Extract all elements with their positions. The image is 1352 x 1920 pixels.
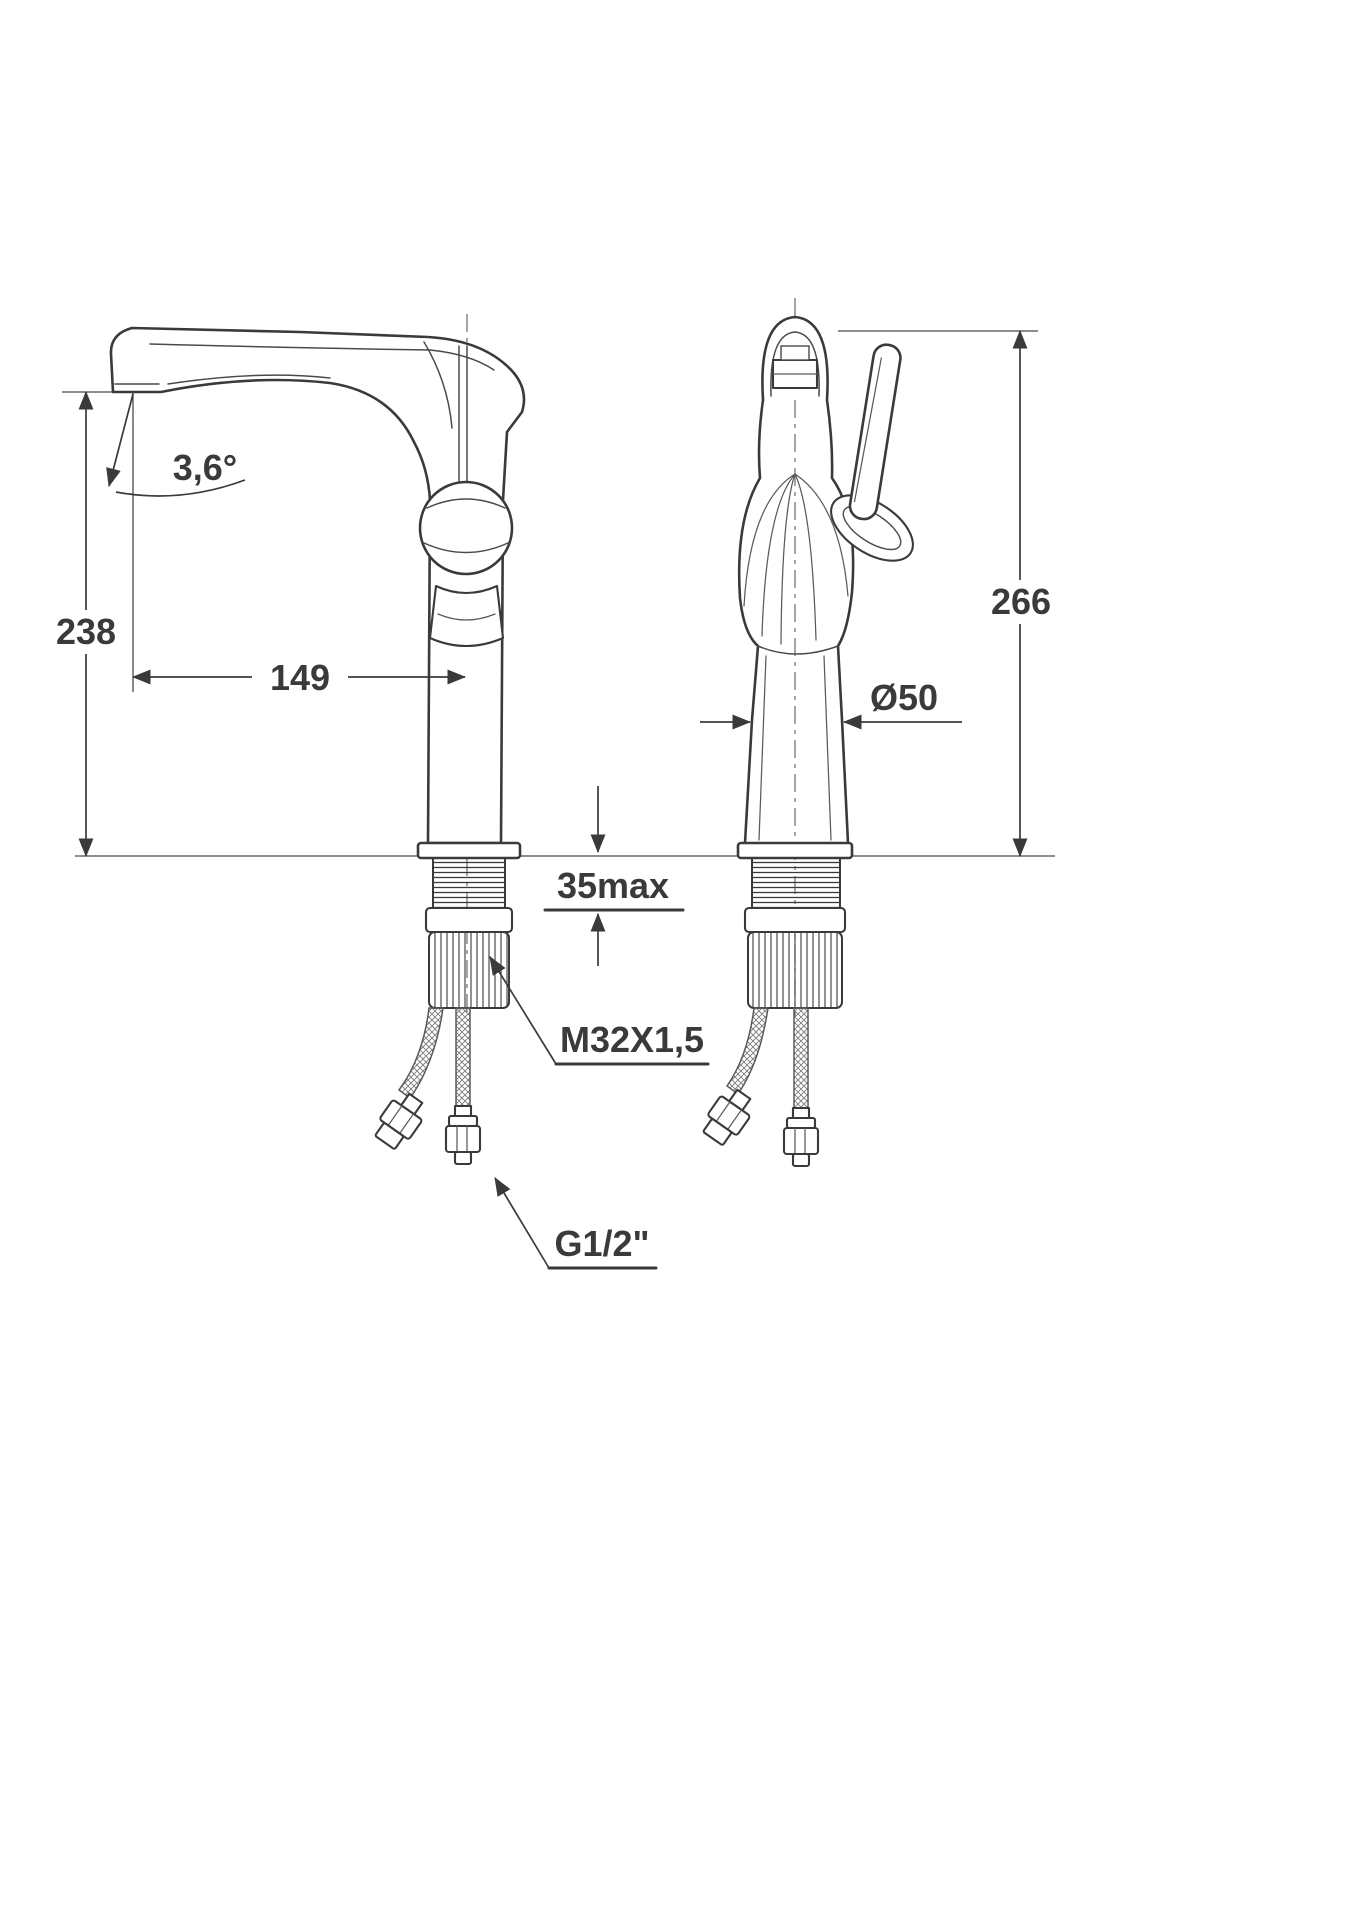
ball-collar-line bbox=[437, 613, 496, 621]
hose-thread-label: G1/2" bbox=[554, 1223, 649, 1264]
ball-upper-arc bbox=[426, 498, 506, 509]
reach-label: 149 bbox=[270, 657, 330, 698]
height-left-label: 238 bbox=[56, 611, 116, 652]
hose-fitting-straight bbox=[444, 1104, 482, 1166]
supply-hose-left-front bbox=[725, 1007, 769, 1096]
supply-hose-right bbox=[455, 1007, 471, 1107]
cartridge-housing-shading bbox=[743, 473, 849, 645]
max-thickness-label: 35max bbox=[557, 865, 669, 906]
faucet-side-body bbox=[109, 326, 526, 845]
hose-fitting-angled bbox=[374, 1092, 424, 1150]
front-body-left-edge bbox=[737, 398, 765, 845]
dimension-annotations: 238 3,6° 149 266 Ø50 35max M32X1,5 G1/2" bbox=[52, 329, 1058, 1270]
mounting-nut-front bbox=[747, 931, 843, 1009]
mount-thread-leader bbox=[489, 956, 557, 1065]
faucet-side-view bbox=[109, 326, 526, 1166]
cartridge-housing-bottom bbox=[757, 645, 839, 655]
angle-arc bbox=[115, 479, 246, 497]
lower-body-shading bbox=[758, 655, 832, 841]
spout-outlet-top-piece bbox=[780, 345, 810, 361]
mounting-thread-shank-front bbox=[751, 857, 841, 909]
supply-hose-left bbox=[397, 1007, 444, 1100]
height-right-label: 266 bbox=[991, 581, 1051, 622]
mounting-nut bbox=[428, 931, 510, 1009]
ball-lower-arc bbox=[423, 542, 509, 554]
hose-fitting-straight-front bbox=[782, 1106, 820, 1168]
handle-lever bbox=[848, 343, 902, 521]
mounting-thread-shank bbox=[432, 857, 506, 909]
diameter-label: Ø50 bbox=[870, 677, 938, 718]
front-body-right-edge bbox=[825, 398, 855, 845]
hose-fitting-angled-front bbox=[702, 1088, 752, 1146]
angle-label: 3,6° bbox=[173, 447, 237, 488]
ball-joint bbox=[418, 480, 514, 576]
ball-collar bbox=[428, 584, 505, 647]
base-flange-front bbox=[736, 841, 854, 860]
spout-body-joint-seam bbox=[423, 341, 453, 429]
angle-reference-line bbox=[106, 393, 134, 488]
mounting-collar bbox=[424, 906, 514, 934]
hose-thread-leader bbox=[494, 1177, 550, 1269]
reference-lines bbox=[62, 298, 1055, 1016]
spout-underside-contour bbox=[167, 374, 331, 385]
mounting-collar-front bbox=[743, 906, 847, 934]
faucet-front-view bbox=[702, 315, 914, 1168]
base-flange bbox=[416, 841, 522, 860]
mount-thread-label: M32X1,5 bbox=[560, 1019, 704, 1060]
supply-hose-right-front bbox=[793, 1007, 809, 1109]
spout-inner-contour bbox=[149, 343, 495, 371]
